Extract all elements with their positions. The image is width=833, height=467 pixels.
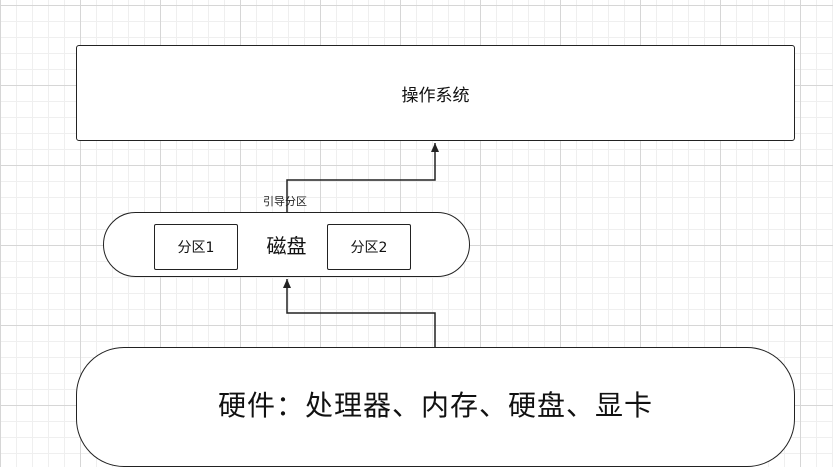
hardware-node: 硬件：处理器、内存、硬盘、显卡: [76, 347, 795, 467]
edge-hardware-to-disk: [283, 279, 436, 347]
os-label: 操作系统: [401, 85, 470, 106]
partition-2-label: 分区2: [350, 240, 388, 256]
os-node: 操作系统: [76, 45, 795, 141]
boot-partition-edge-label: 引导分区: [263, 195, 307, 208]
disk-label: 磁盘: [266, 234, 307, 258]
partition-2-node: 分区2: [327, 224, 411, 270]
hardware-label: 硬件：处理器、内存、硬盘、显卡: [217, 389, 653, 422]
edge-disk-to-os: [286, 143, 439, 212]
partition-1-label: 分区1: [177, 240, 215, 256]
partition-1-node: 分区1: [154, 224, 238, 270]
